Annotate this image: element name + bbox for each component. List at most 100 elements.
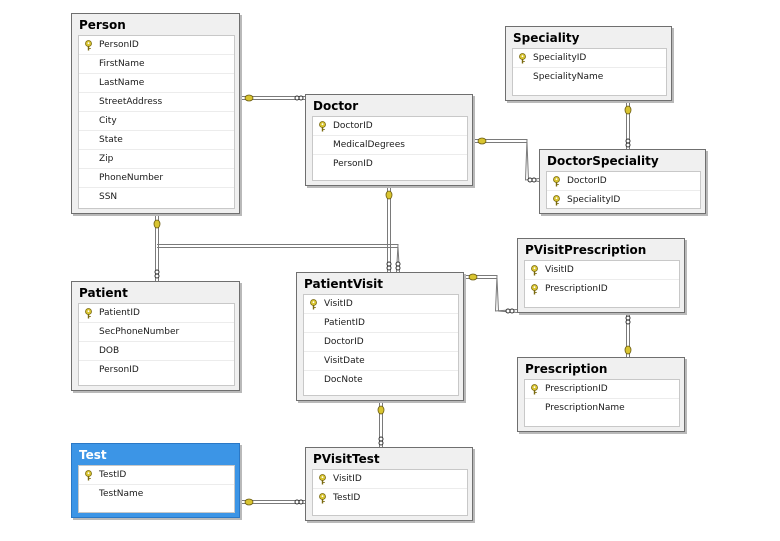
column-row[interactable]: PhoneNumber (79, 169, 234, 188)
column-name: VisitID (333, 474, 362, 484)
column-row[interactable]: VisitDate (304, 352, 458, 371)
column-name: SpecialityID (567, 195, 621, 205)
key-icon (319, 493, 326, 504)
column-row[interactable]: PrescriptionID (525, 380, 679, 399)
column-row[interactable]: SpecialityID (513, 49, 666, 68)
many-end-infinity-icon (395, 261, 401, 271)
relationship-doctor-doctorspeciality[interactable] (475, 137, 540, 183)
column-list: SpecialityID SpecialityName (512, 48, 667, 96)
table-title[interactable]: PVisitPrescription (525, 243, 647, 257)
column-row[interactable]: VisitID (525, 261, 679, 280)
table-title[interactable]: Test (79, 448, 107, 462)
connector-line (157, 247, 400, 273)
column-name: PatientID (324, 318, 365, 328)
column-row[interactable]: PatientID (304, 314, 458, 333)
column-row[interactable]: FirstName (79, 55, 234, 74)
table-title[interactable]: DoctorSpeciality (547, 154, 659, 168)
column-row[interactable]: MedicalDegrees (313, 136, 467, 155)
relationship-person-patientvisit[interactable] (157, 244, 401, 273)
one-end-key-icon (244, 94, 254, 102)
column-name: SpecialityID (533, 53, 587, 63)
many-end-infinity-icon (527, 177, 537, 183)
one-end-key-icon (153, 219, 161, 229)
column-name: VisitID (324, 299, 353, 309)
connector-line (475, 139, 540, 181)
relationship-speciality-doctorspeciality[interactable] (624, 103, 632, 149)
many-end-infinity-icon (386, 261, 392, 271)
column-row[interactable]: SSN (79, 188, 234, 207)
column-row[interactable]: TestID (79, 466, 234, 485)
column-row[interactable]: State (79, 131, 234, 150)
relationship-doctor-patientvisit[interactable] (385, 188, 393, 272)
column-name: State (99, 135, 123, 145)
many-end-infinity-icon (625, 315, 631, 325)
one-end-key-icon (477, 137, 487, 145)
column-row[interactable]: PatientID (79, 304, 234, 323)
column-row[interactable]: DOB (79, 342, 234, 361)
column-row[interactable]: City (79, 112, 234, 131)
column-name: SecPhoneNumber (99, 327, 180, 337)
column-row[interactable]: VisitID (304, 295, 458, 314)
relationship-person-doctor[interactable] (242, 94, 305, 102)
column-name: TestID (333, 493, 361, 503)
column-name: SpecialityName (533, 72, 604, 82)
column-row[interactable]: PrescriptionID (525, 280, 679, 299)
column-row[interactable]: DocNote (304, 371, 458, 390)
table-title[interactable]: Patient (79, 286, 128, 300)
column-row[interactable]: DoctorID (547, 172, 700, 191)
column-row[interactable]: SecPhoneNumber (79, 323, 234, 342)
relationship-test-pvisittest[interactable] (242, 498, 305, 506)
column-row[interactable]: PersonID (79, 36, 234, 55)
column-row[interactable]: SpecialityID (547, 191, 700, 210)
column-name: DoctorID (333, 121, 373, 131)
many-end-infinity-icon (294, 499, 304, 505)
column-list: VisitID TestID (312, 469, 468, 516)
column-row[interactable]: DoctorID (313, 117, 467, 136)
table-title[interactable]: PatientVisit (304, 277, 384, 291)
column-row[interactable]: TestID (313, 489, 467, 508)
many-end-infinity-icon (294, 95, 304, 101)
column-name: StreetAddress (99, 97, 163, 107)
relationship-person-patient[interactable] (153, 216, 161, 281)
column-row[interactable]: SpecialityName (513, 68, 666, 87)
column-row[interactable]: Zip (79, 150, 234, 169)
key-icon (85, 470, 92, 481)
table-title[interactable]: PVisitTest (313, 452, 380, 466)
column-row[interactable]: DoctorID (304, 333, 458, 352)
column-name: DoctorID (324, 337, 364, 347)
column-name: FirstName (99, 59, 145, 69)
column-name: PrescriptionID (545, 384, 608, 394)
key-icon (519, 53, 526, 64)
relationship-patientvisit-pvisitprescription[interactable] (466, 273, 518, 314)
key-icon (553, 176, 560, 187)
relationship-prescription-pvisitprescription[interactable] (624, 315, 632, 357)
column-row[interactable]: StreetAddress (79, 93, 234, 112)
column-row[interactable]: PersonID (313, 155, 467, 174)
column-row[interactable]: TestName (79, 485, 234, 504)
table-title[interactable]: Person (79, 18, 126, 32)
key-icon (553, 195, 560, 206)
column-name: PatientID (99, 308, 140, 318)
table-title[interactable]: Speciality (513, 31, 580, 45)
table-title[interactable]: Doctor (313, 99, 359, 113)
key-icon (85, 308, 92, 319)
column-row[interactable]: PrescriptionName (525, 399, 679, 418)
column-row[interactable]: LastName (79, 74, 234, 93)
column-row[interactable]: VisitID (313, 470, 467, 489)
key-icon (319, 121, 326, 132)
table-title[interactable]: Prescription (525, 362, 608, 376)
column-row[interactable]: PersonID (79, 361, 234, 380)
relationship-patientvisit-pvisittest[interactable] (377, 403, 385, 447)
